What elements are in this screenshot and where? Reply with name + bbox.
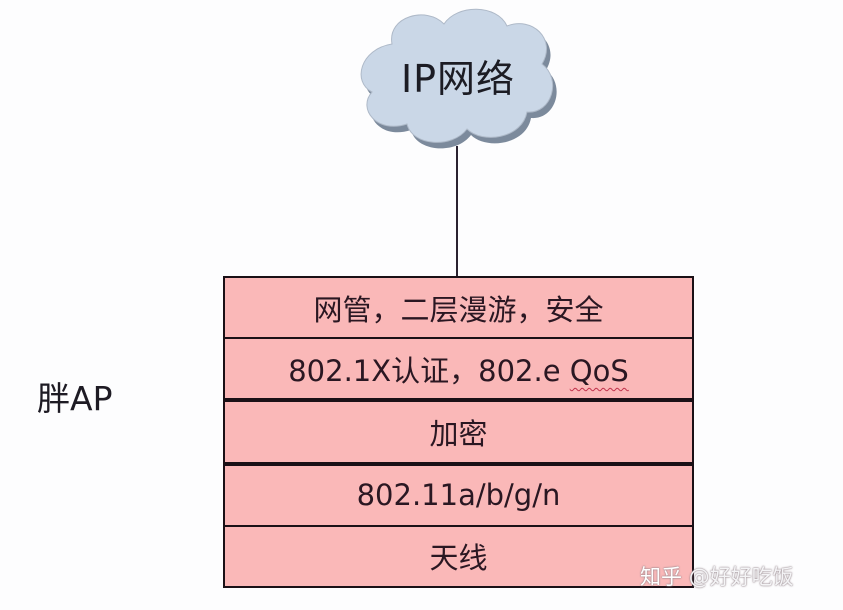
- layer-label: 802.11a/b/g/n: [356, 478, 561, 513]
- layer-label: 802.1X认证，802.e QoS: [288, 348, 629, 390]
- layer-auth-qos: 802.1X认证，802.e QoS: [225, 339, 692, 403]
- ip-network-cloud: IP网络: [352, 4, 564, 154]
- layer-antenna: 天线: [225, 527, 692, 586]
- layer-label: 天线: [429, 541, 488, 576]
- layer-label: 网管，二层漫游，安全: [313, 292, 604, 327]
- watermark: 知乎 @好好吃饭: [640, 561, 794, 591]
- spellcheck-word: QoS: [569, 353, 629, 388]
- layer-management-roaming-security: 网管，二层漫游，安全: [225, 278, 692, 340]
- layer-80211-phy: 802.11a/b/g/n: [225, 466, 692, 527]
- fat-ap-label: 胖AP: [37, 379, 113, 418]
- watermark-handle: @好好吃饭: [688, 565, 794, 589]
- cloud-icon: [360, 8, 557, 149]
- cloud-label: IP网络: [400, 57, 516, 101]
- layer-label: 加密: [429, 417, 488, 451]
- fat-ap-protocol-stack: 网管，二层漫游，安全 802.1X认证，802.e QoS 加密 802.11a…: [223, 276, 694, 588]
- layer-encryption: 加密: [225, 402, 692, 466]
- watermark-brand: 知乎: [640, 565, 682, 589]
- connection-line: [456, 146, 458, 277]
- layer-label-prefix: 802.1X认证，802.e: [288, 353, 570, 388]
